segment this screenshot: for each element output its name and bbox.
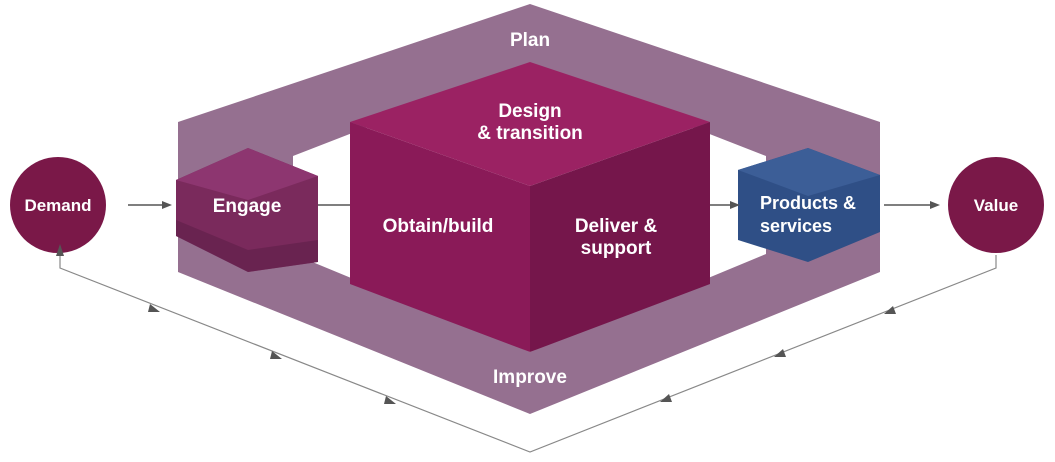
arrowhead-to-value (930, 201, 940, 209)
feedback-arrowhead-2 (774, 349, 786, 357)
cube-top-face (350, 62, 710, 186)
cube-right-face (530, 122, 710, 352)
design-transition-line2: & transition (477, 123, 583, 144)
deliver-support-line1: Deliver & (575, 216, 658, 237)
products-services-cube (738, 148, 880, 262)
deliver-support-line2: support (581, 238, 652, 259)
arrowhead-to-products (730, 201, 740, 209)
feedback-arrowhead-6 (148, 304, 160, 312)
feedback-loop (59, 255, 997, 453)
value-circle (948, 157, 1044, 253)
plan-improve-frame (178, 4, 880, 414)
feedback-arrowhead-up (56, 244, 64, 256)
feedback-arrowhead-1 (884, 306, 896, 314)
engage-cube (176, 148, 318, 272)
design-transition-line1: Design (498, 101, 561, 122)
arrowhead-to-engage (162, 201, 172, 209)
cube-front-face (350, 122, 530, 352)
feedback-arrowhead-3 (660, 394, 672, 402)
demand-label: Demand (24, 196, 91, 215)
value-chain-cube (350, 62, 710, 352)
improve-label: Improve (493, 367, 567, 388)
products-services-line2: services (760, 216, 832, 236)
demand-circle (10, 157, 106, 253)
value-label: Value (974, 196, 1018, 215)
feedback-arrowheads (56, 244, 896, 404)
plan-label: Plan (510, 30, 550, 51)
engage-label: Engage (213, 196, 282, 217)
feedback-loop-line (59, 255, 997, 453)
obtain-build-label: Obtain/build (383, 216, 494, 237)
products-services-line1: Products & (760, 193, 856, 213)
feedback-arrowhead-5 (270, 351, 282, 359)
flow-arrowheads (162, 201, 940, 209)
feedback-arrowhead-4 (384, 396, 396, 404)
